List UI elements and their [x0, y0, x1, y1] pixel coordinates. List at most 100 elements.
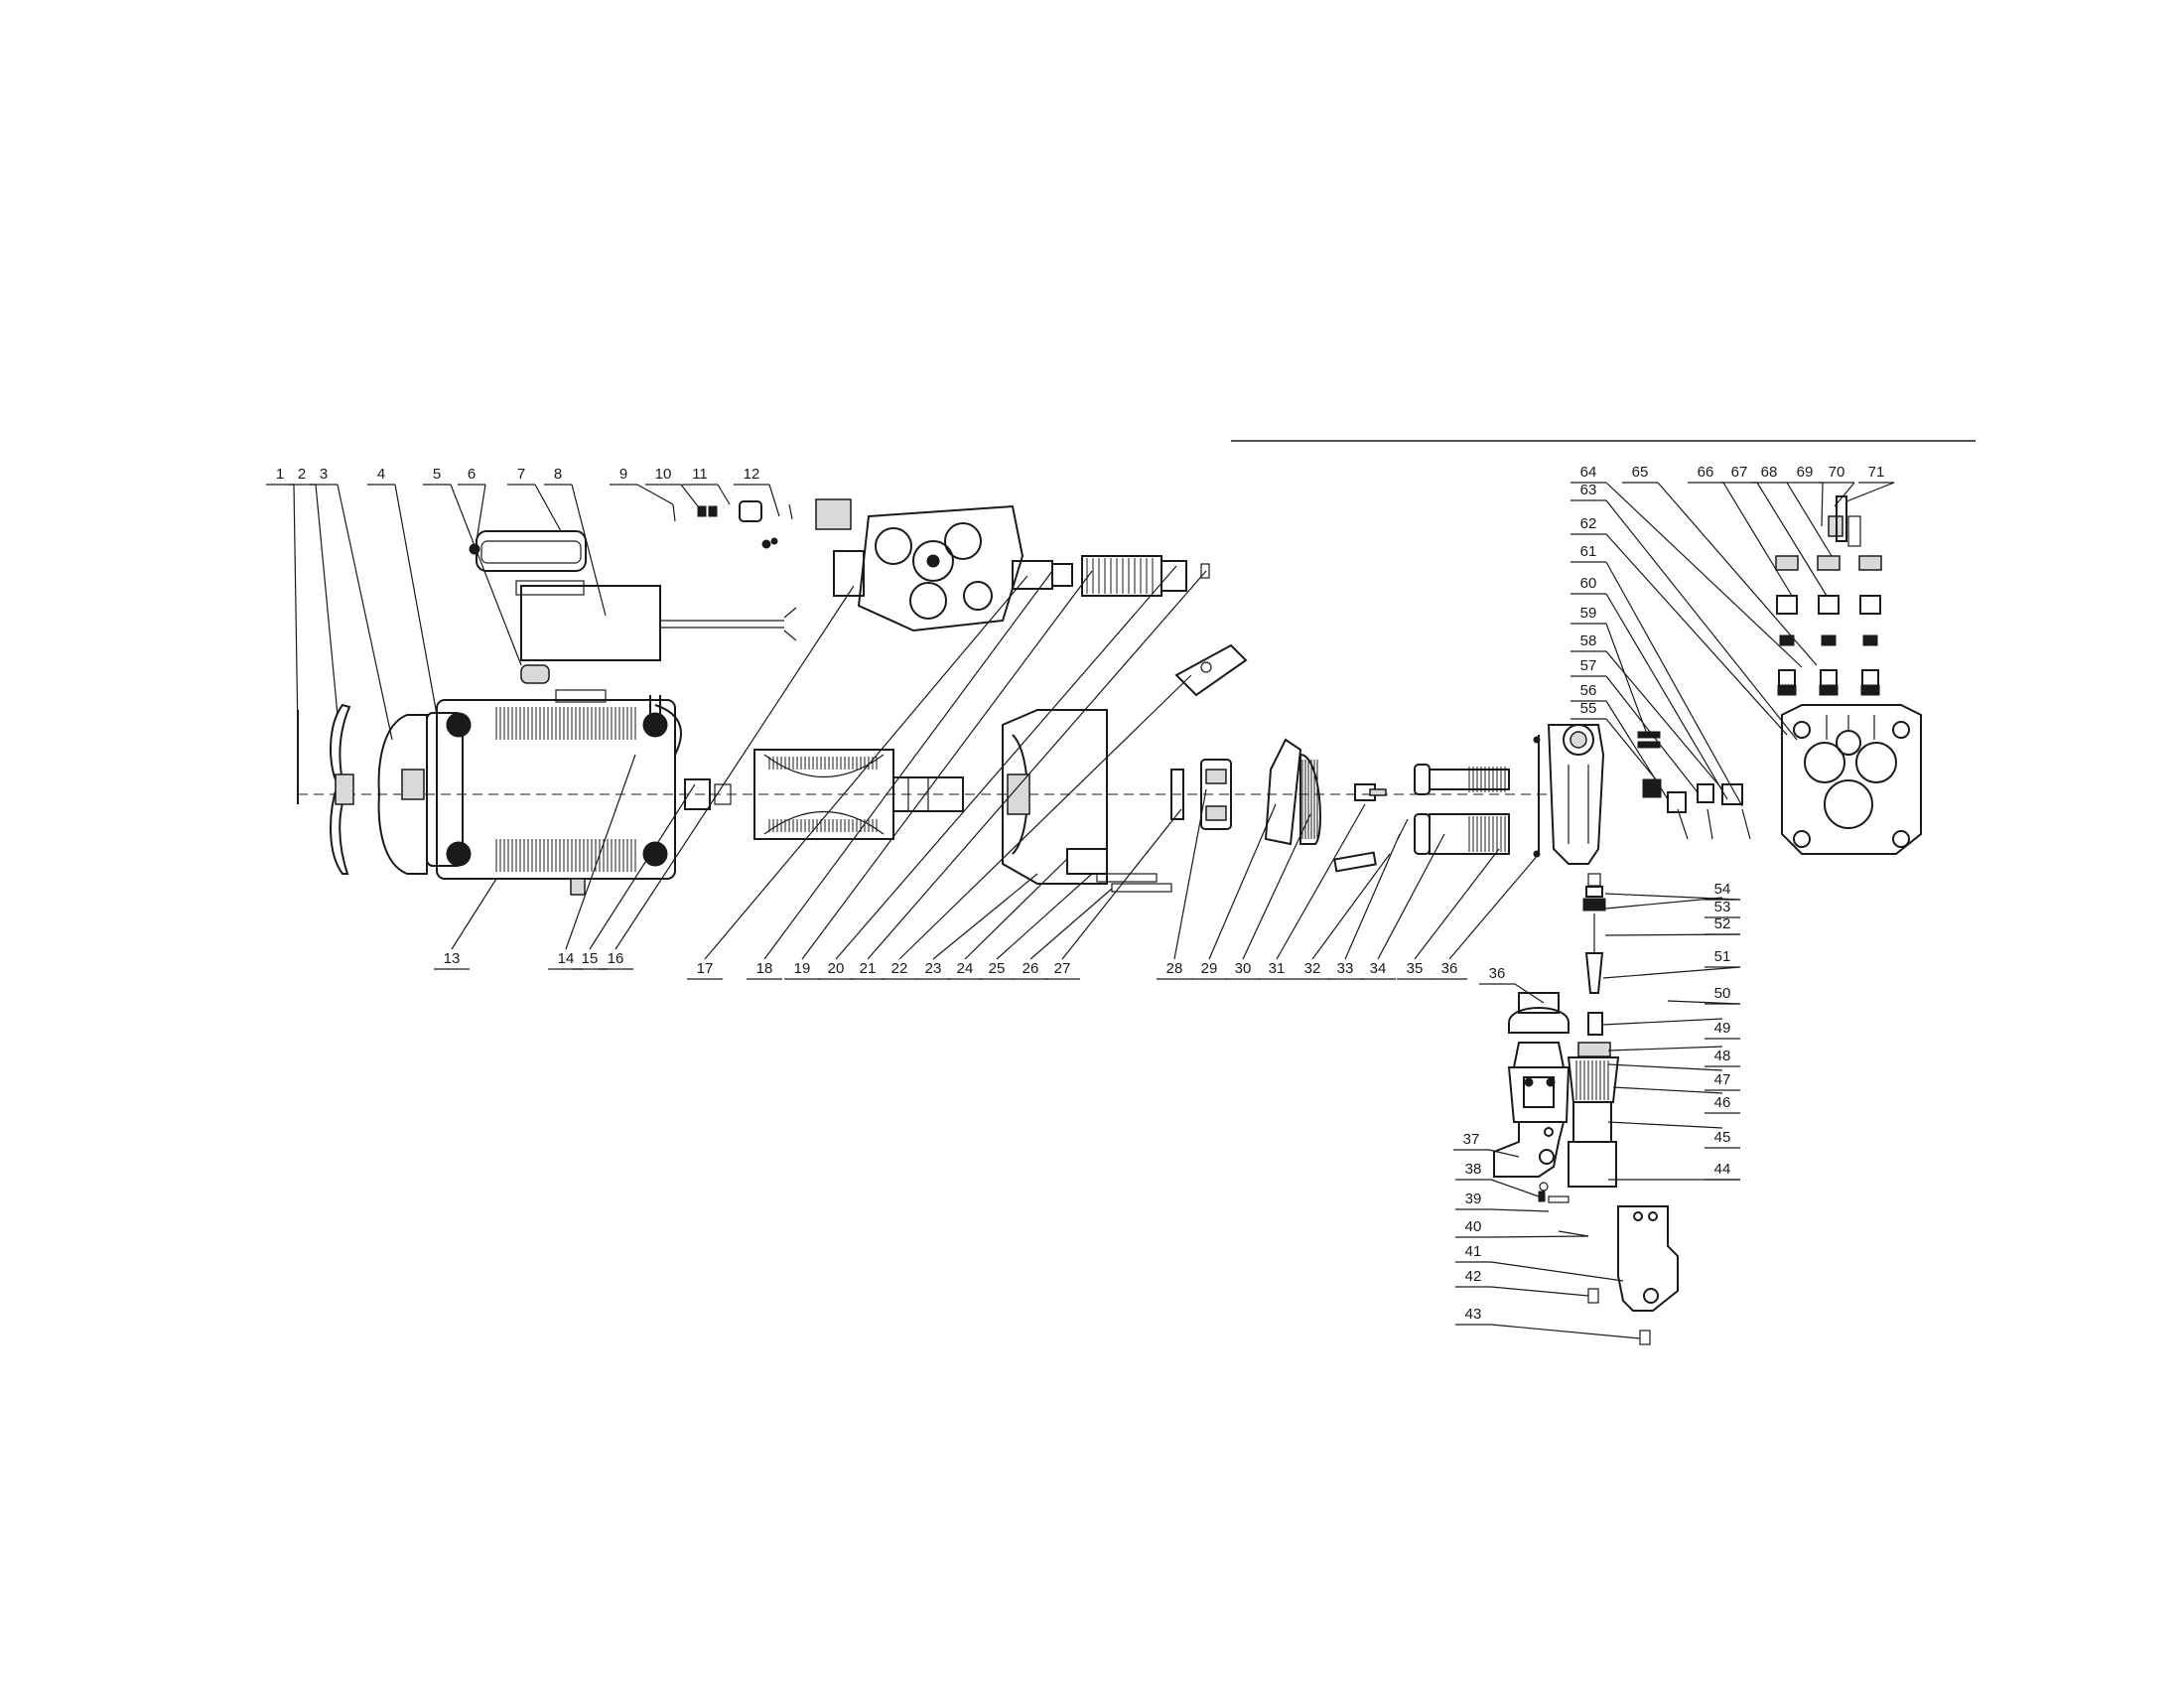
callout-label-52: 52 — [1714, 915, 1731, 932]
leader-line-51 — [1602, 966, 1741, 979]
leader-line-46 — [1612, 1086, 1723, 1094]
manifold-valve-part — [1858, 555, 1882, 571]
leader-line-56 — [1605, 700, 1669, 800]
leader-line-70 — [1834, 482, 1855, 507]
callout-label-44: 44 — [1714, 1161, 1731, 1178]
callout-label-33: 33 — [1337, 960, 1354, 977]
part-motor-stator — [426, 689, 682, 896]
leader-lines — [266, 482, 1895, 1339]
callout-label-8: 8 — [554, 466, 562, 483]
callout-label-43: 43 — [1465, 1306, 1482, 1323]
leader-line-20 — [835, 565, 1177, 960]
leader-line-28 — [1173, 788, 1207, 960]
callout-label-2: 2 — [298, 466, 306, 483]
leader-line-32 — [1311, 853, 1391, 960]
callout-label-62: 62 — [1580, 515, 1597, 532]
leader-line-62 — [1605, 533, 1788, 736]
callout-label-59: 59 — [1580, 605, 1597, 622]
callout-label-46: 46 — [1714, 1094, 1731, 1111]
callout-label-45: 45 — [1714, 1129, 1731, 1146]
callout-label-42: 42 — [1465, 1268, 1482, 1285]
manifold-valve-part — [1860, 684, 1880, 696]
manifold-valve-part — [1776, 595, 1798, 615]
callout-label-1: 1 — [276, 466, 284, 483]
callout-label-71: 71 — [1868, 464, 1885, 481]
leader-line-61 — [1605, 561, 1743, 807]
leader-line-31 — [1276, 803, 1366, 960]
callout-label-26: 26 — [1023, 960, 1039, 977]
callout-label-30: 30 — [1235, 960, 1252, 977]
callout-label-68: 68 — [1761, 464, 1778, 481]
manifold-valve-part — [1862, 634, 1878, 646]
leader-line-42 — [1490, 1286, 1589, 1297]
callout-label-32: 32 — [1304, 960, 1321, 977]
leader-line-66 — [1722, 482, 1793, 597]
callout-label-53: 53 — [1714, 899, 1731, 915]
callout-label-22: 22 — [891, 960, 908, 977]
manifold-valve-part — [1778, 669, 1796, 687]
callout-label-12: 12 — [744, 466, 760, 483]
leader-line-67 — [1756, 482, 1828, 597]
leader-line-57 — [1605, 675, 1699, 793]
leader-line-6 — [476, 484, 486, 542]
callout-label-47: 47 — [1714, 1071, 1731, 1088]
manifold-valve-part — [1775, 555, 1799, 571]
part-fan-cover — [297, 703, 354, 875]
callout-label-41: 41 — [1465, 1243, 1482, 1260]
leader-line-40 — [1490, 1235, 1589, 1238]
manifold-valve-part — [1859, 595, 1881, 615]
leader-line-53 — [1604, 897, 1723, 910]
callout-label-36: 36 — [1441, 960, 1458, 977]
leader-line-29 — [1208, 803, 1277, 960]
leader-line-17 — [704, 575, 1028, 960]
manifold-valve-part — [1818, 595, 1840, 615]
leader-line-22 — [898, 674, 1192, 960]
callout-label-16: 16 — [608, 950, 624, 967]
leader-line-36b — [1514, 983, 1545, 1004]
callout-label-3: 3 — [320, 466, 328, 483]
part-valve-stem — [1567, 873, 1620, 1188]
callout-label-61: 61 — [1580, 543, 1597, 560]
manifold-valve-part — [1819, 684, 1839, 696]
part-pistons — [1414, 764, 1510, 855]
callout-label-64: 64 — [1580, 464, 1597, 481]
leader-line-7 — [534, 484, 562, 532]
callout-label-58: 58 — [1580, 632, 1597, 649]
callout-label-27: 27 — [1054, 960, 1071, 977]
leader-line-2 — [315, 484, 339, 716]
leader-line-68 — [1786, 482, 1833, 557]
leader-line-15 — [589, 783, 696, 950]
callout-label-24: 24 — [957, 960, 974, 977]
callout-label-36b: 36 — [1489, 965, 1506, 982]
leader-line-48 — [1607, 1046, 1723, 1052]
callout-label-39: 39 — [1465, 1191, 1482, 1207]
part-rod — [1533, 735, 1541, 858]
part-capacitor-box — [469, 530, 797, 684]
callout-label-17: 17 — [697, 960, 714, 977]
callout-label-54: 54 — [1714, 881, 1731, 898]
callout-label-29: 29 — [1201, 960, 1218, 977]
manifold-valve-part — [1777, 684, 1797, 696]
leader-line-45 — [1607, 1121, 1723, 1129]
callout-label-23: 23 — [925, 960, 942, 977]
part-pump-head — [815, 498, 1210, 632]
callout-label-65: 65 — [1632, 464, 1649, 481]
callout-label-56: 56 — [1580, 682, 1597, 699]
callout-label-67: 67 — [1731, 464, 1748, 481]
part-valve-body — [1547, 724, 1751, 865]
callout-label-63: 63 — [1580, 482, 1597, 498]
part-end-shield — [377, 714, 428, 875]
leader-line-27 — [1061, 808, 1182, 960]
callout-label-19: 19 — [794, 960, 811, 977]
callout-label-69: 69 — [1797, 464, 1814, 481]
part-gear-housing — [1002, 643, 1248, 893]
callout-label-10: 10 — [655, 466, 672, 483]
leader-line-55 — [1605, 718, 1661, 785]
leader-line-34 — [1377, 833, 1445, 960]
leader-line-16 — [614, 585, 855, 950]
callout-label-31: 31 — [1269, 960, 1286, 977]
part-bearing — [1170, 759, 1232, 830]
leader-line-26 — [1029, 888, 1113, 960]
